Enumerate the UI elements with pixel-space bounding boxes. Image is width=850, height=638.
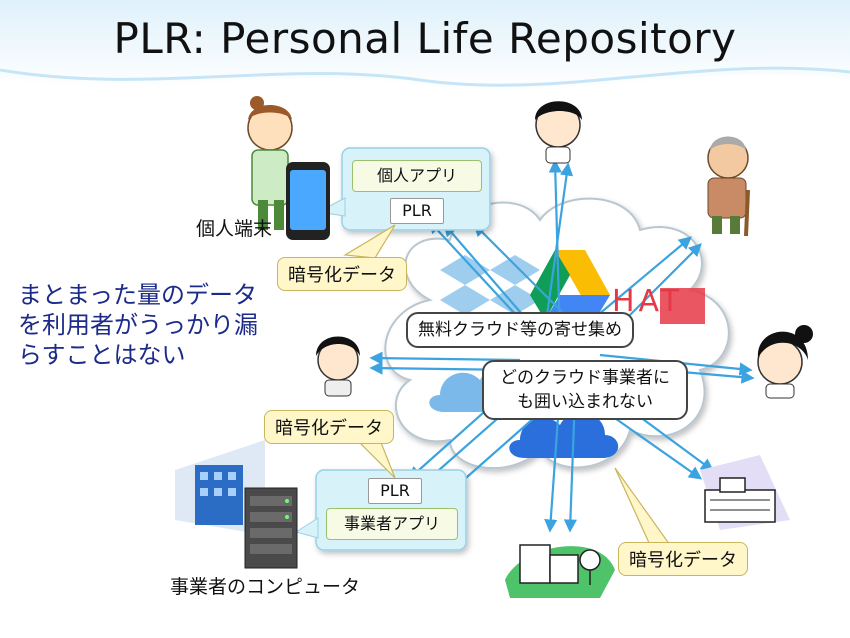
elderly-user-icon [707,136,750,237]
business-plr-box: PLR [368,478,422,504]
park-building-icon [505,544,615,598]
callout-pointer-top [343,224,396,259]
encrypted-data-callout-middle: 暗号化データ [264,410,394,444]
boy-user-icon [316,336,360,397]
personal-plr-box: PLR [390,198,444,224]
hat-logo-icon [660,288,705,324]
business-computer-label: 事業者のコンピュータ [170,576,361,598]
key-message: まとまった量のデータを利用者がうっかり漏らすことはない [18,281,258,369]
personal-device-label: 個人端末 [196,218,273,240]
cloud-collection-label: 無料クラウド等の寄せ集め [406,312,634,348]
callout-pointer-bottom [614,467,672,546]
cloud-lockin-label: どのクラウド事業者にも囲い込まれない [482,360,688,420]
server-icon [244,487,298,569]
page-title: PLR: Personal Life Repository [113,14,737,63]
business-app-name: 事業者アプリ [326,508,458,540]
woman-user-icon [247,96,293,230]
encrypted-data-callout-bottom: 暗号化データ [618,542,748,576]
encrypted-data-callout-top: 暗号化データ [277,257,407,291]
girl-user-icon [535,101,582,164]
header-wave-background [0,0,850,91]
woman-right-user-icon [757,325,813,399]
smartphone-icon [286,162,330,240]
office-building-icon [175,440,265,535]
server-to-app-connector [294,517,319,539]
onedrive-logo-icon [509,412,619,458]
personal-app-name: 個人アプリ [352,160,482,192]
hospital-icon [700,455,790,530]
